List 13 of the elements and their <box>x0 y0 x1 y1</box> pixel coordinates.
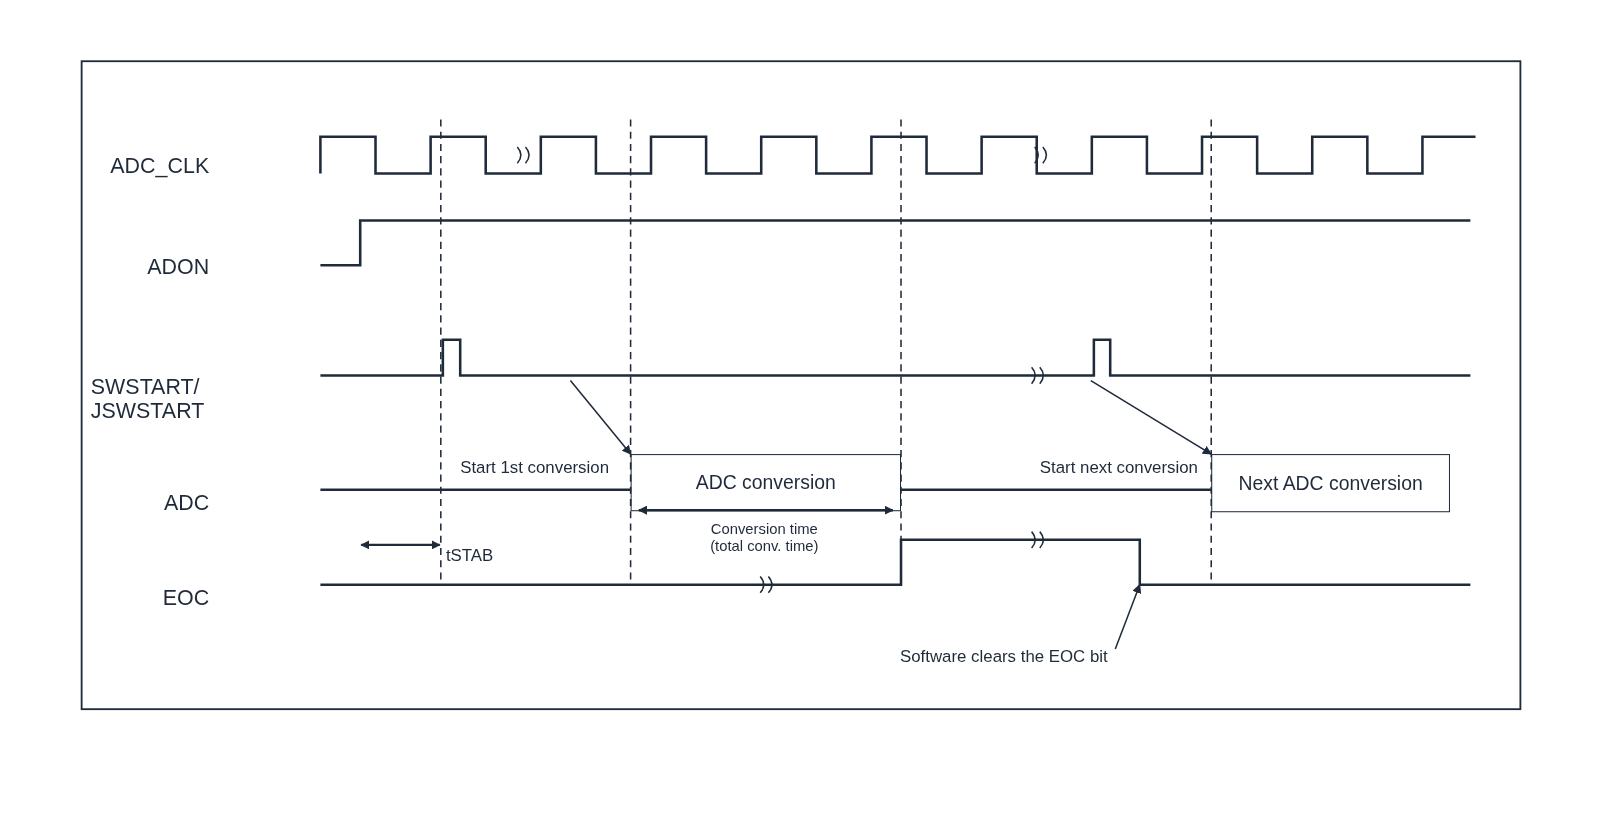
signal-name: ADON <box>147 254 210 280</box>
arrow <box>569 379 632 455</box>
annotation-text: Start 1st conversion <box>460 458 609 479</box>
annotation-text: Software clears the EOC bit <box>900 646 1108 668</box>
signal-name: ADC_CLK <box>110 153 210 179</box>
leader-line <box>1114 583 1142 650</box>
signal-name: ADC <box>163 489 210 516</box>
signal-name: SWSTART/ JSWSTART <box>90 374 206 424</box>
dimension-label: tSTAB <box>445 545 494 567</box>
signal-name: EOC <box>162 584 210 611</box>
dimension-label: Conversion time (total conv. time) <box>709 520 820 555</box>
arrow <box>1090 379 1212 455</box>
annotation-text: Start next conversion <box>1039 458 1198 479</box>
